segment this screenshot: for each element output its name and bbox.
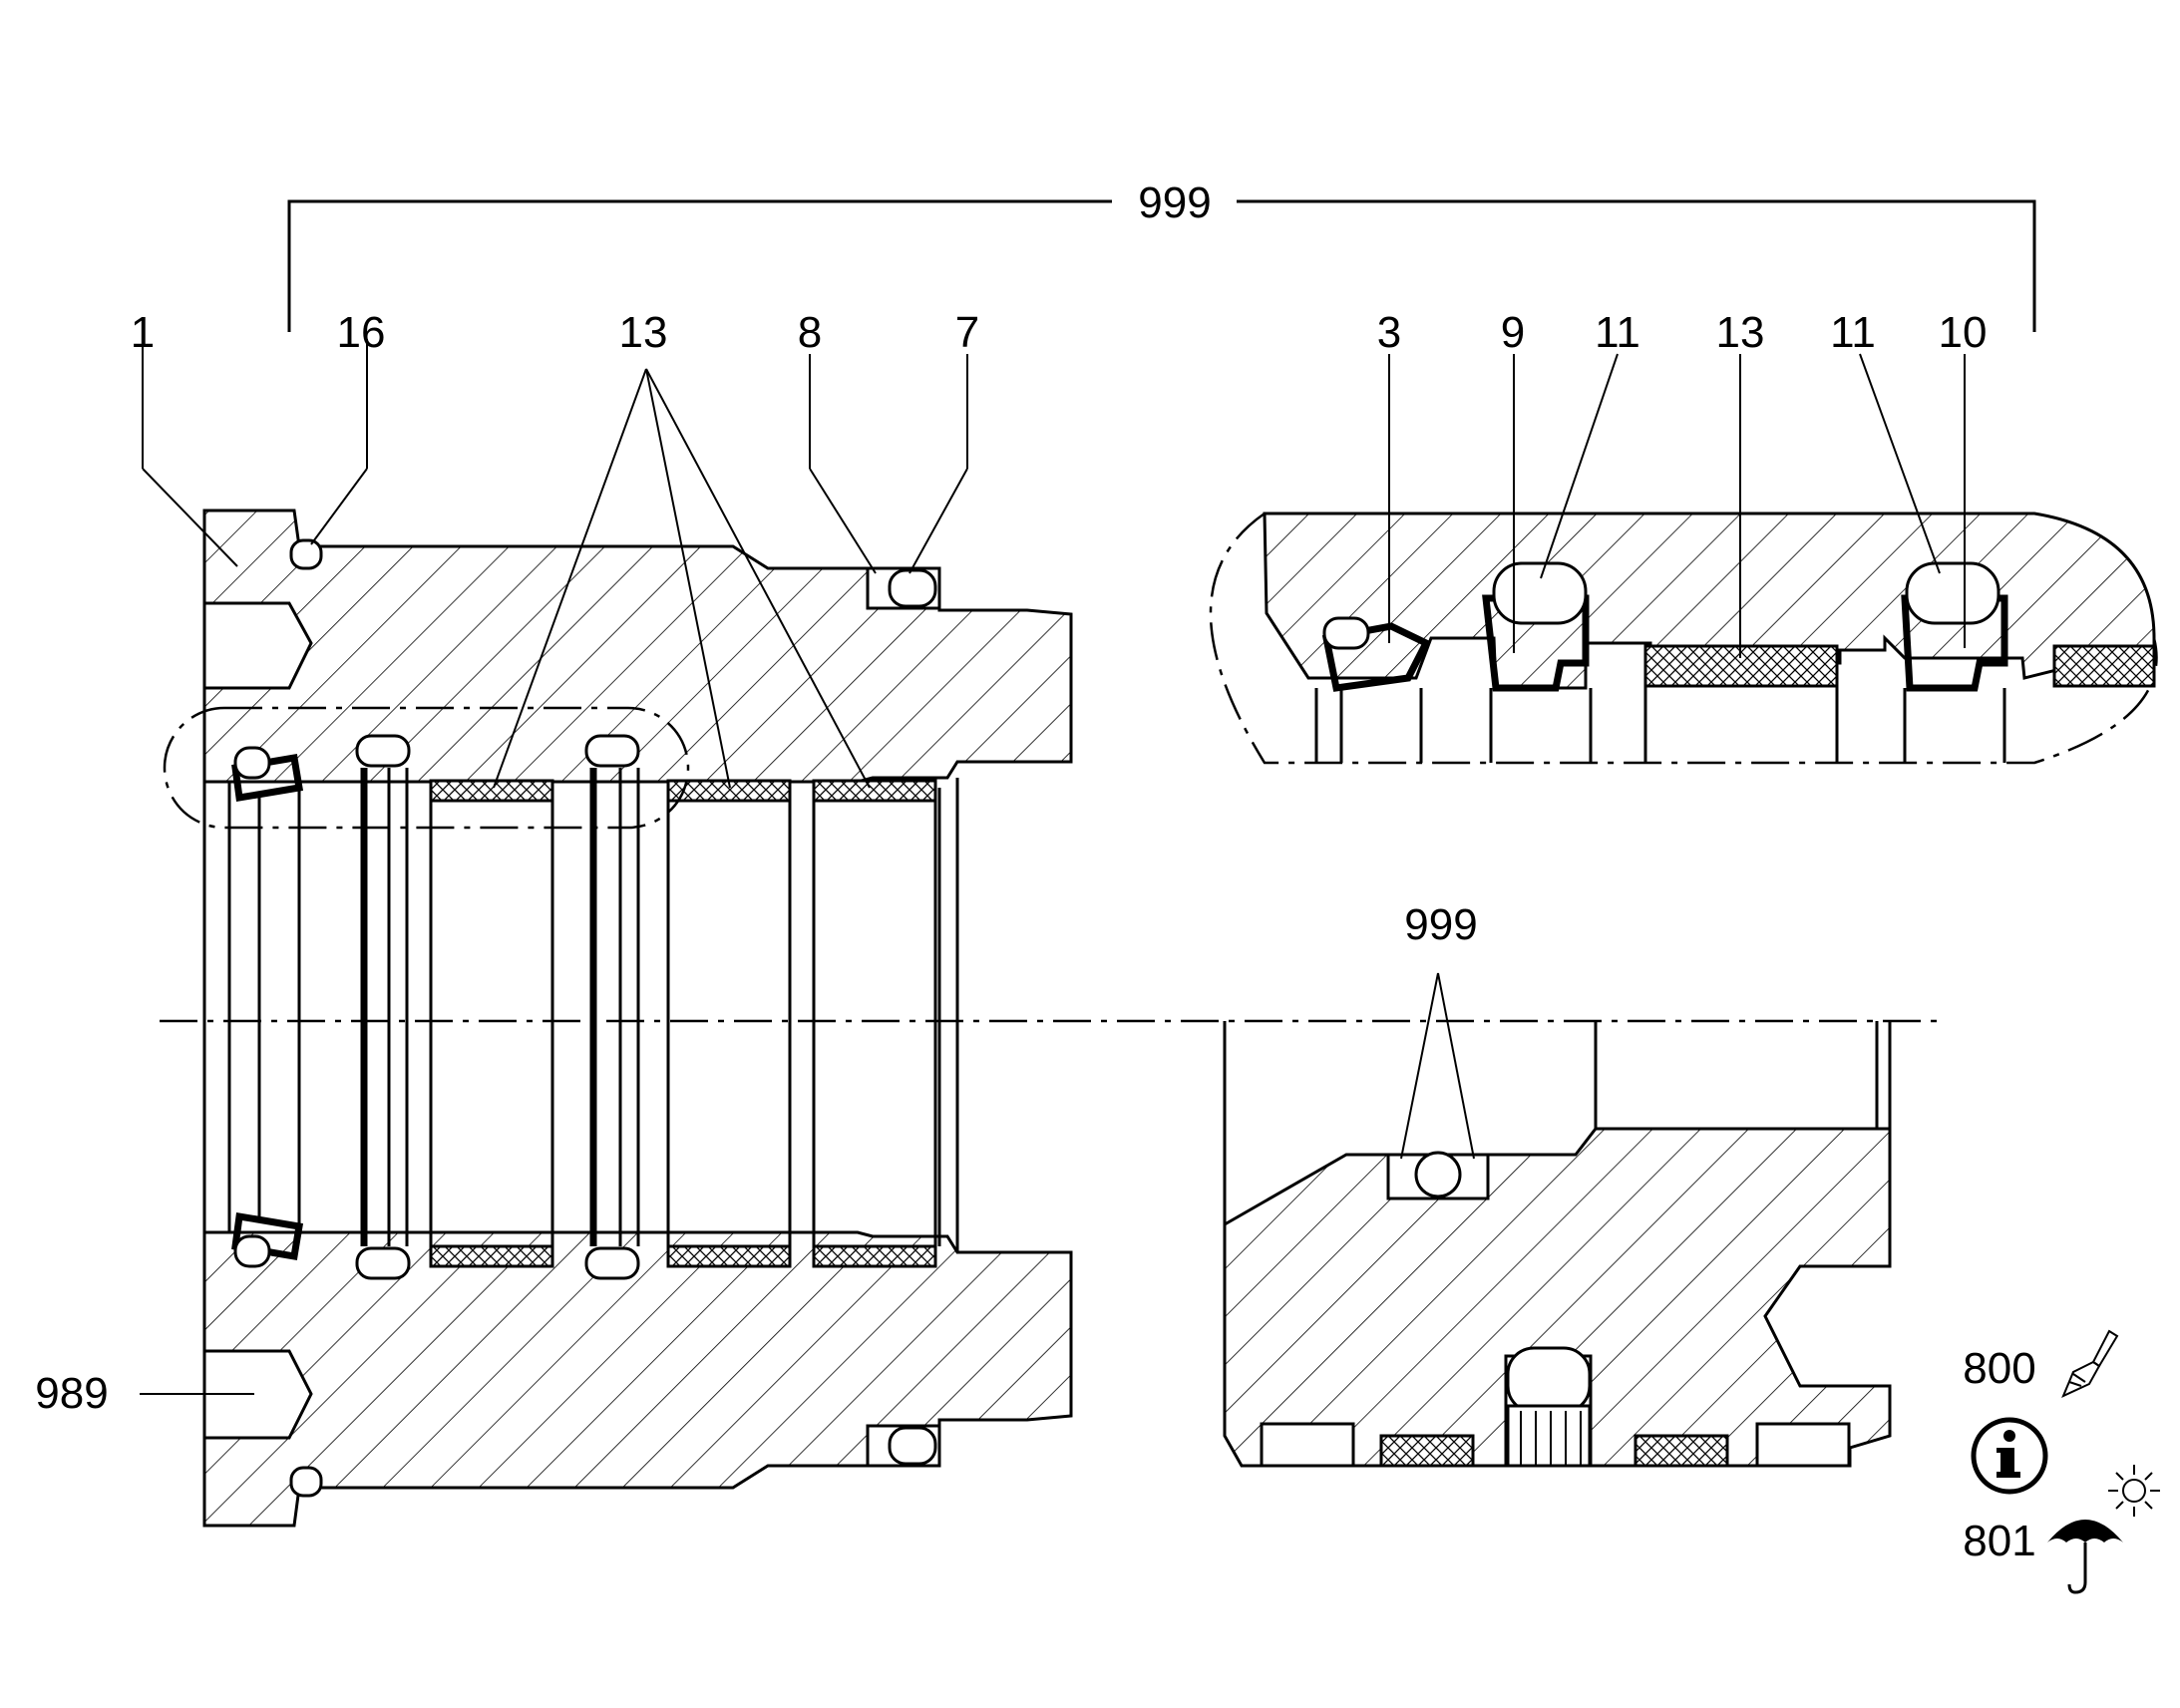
port-hole-upper: [202, 601, 313, 690]
piston-section: [1223, 1127, 1892, 1468]
info-icon: [1971, 1417, 2048, 1495]
label-9: 9: [1501, 308, 1525, 357]
label-800: 800: [1963, 1344, 2035, 1393]
port-hole-989: [202, 1349, 313, 1440]
assembly-bracket: [287, 199, 2036, 332]
label-999-top: 999: [1138, 178, 1211, 227]
piston-view: [1223, 1021, 1892, 1468]
label-11-b: 11: [1830, 308, 1876, 357]
leader-lines: [140, 339, 1966, 1395]
label-1: 1: [131, 308, 155, 357]
label-3: 3: [1377, 308, 1401, 357]
sun-icon: [2108, 1465, 2160, 1517]
label-13-left: 13: [619, 308, 668, 357]
label-16: 16: [337, 308, 386, 357]
main-section-view: [163, 509, 1073, 1528]
label-8: 8: [798, 308, 822, 357]
brush-icon: [2061, 1329, 2119, 1398]
label-11-a: 11: [1595, 308, 1640, 357]
label-989: 989: [35, 1369, 108, 1418]
label-13-detail: 13: [1716, 308, 1765, 357]
housing-upper-section: [202, 509, 1073, 784]
label-999-lower: 999: [1404, 900, 1477, 949]
housing-lower-section: [202, 1230, 1073, 1528]
label-7: 7: [955, 308, 979, 357]
detail-view: [1209, 512, 2158, 765]
label-10: 10: [1939, 308, 1988, 357]
umbrella-icon: [2047, 1520, 2123, 1594]
label-801: 801: [1963, 1517, 2035, 1565]
